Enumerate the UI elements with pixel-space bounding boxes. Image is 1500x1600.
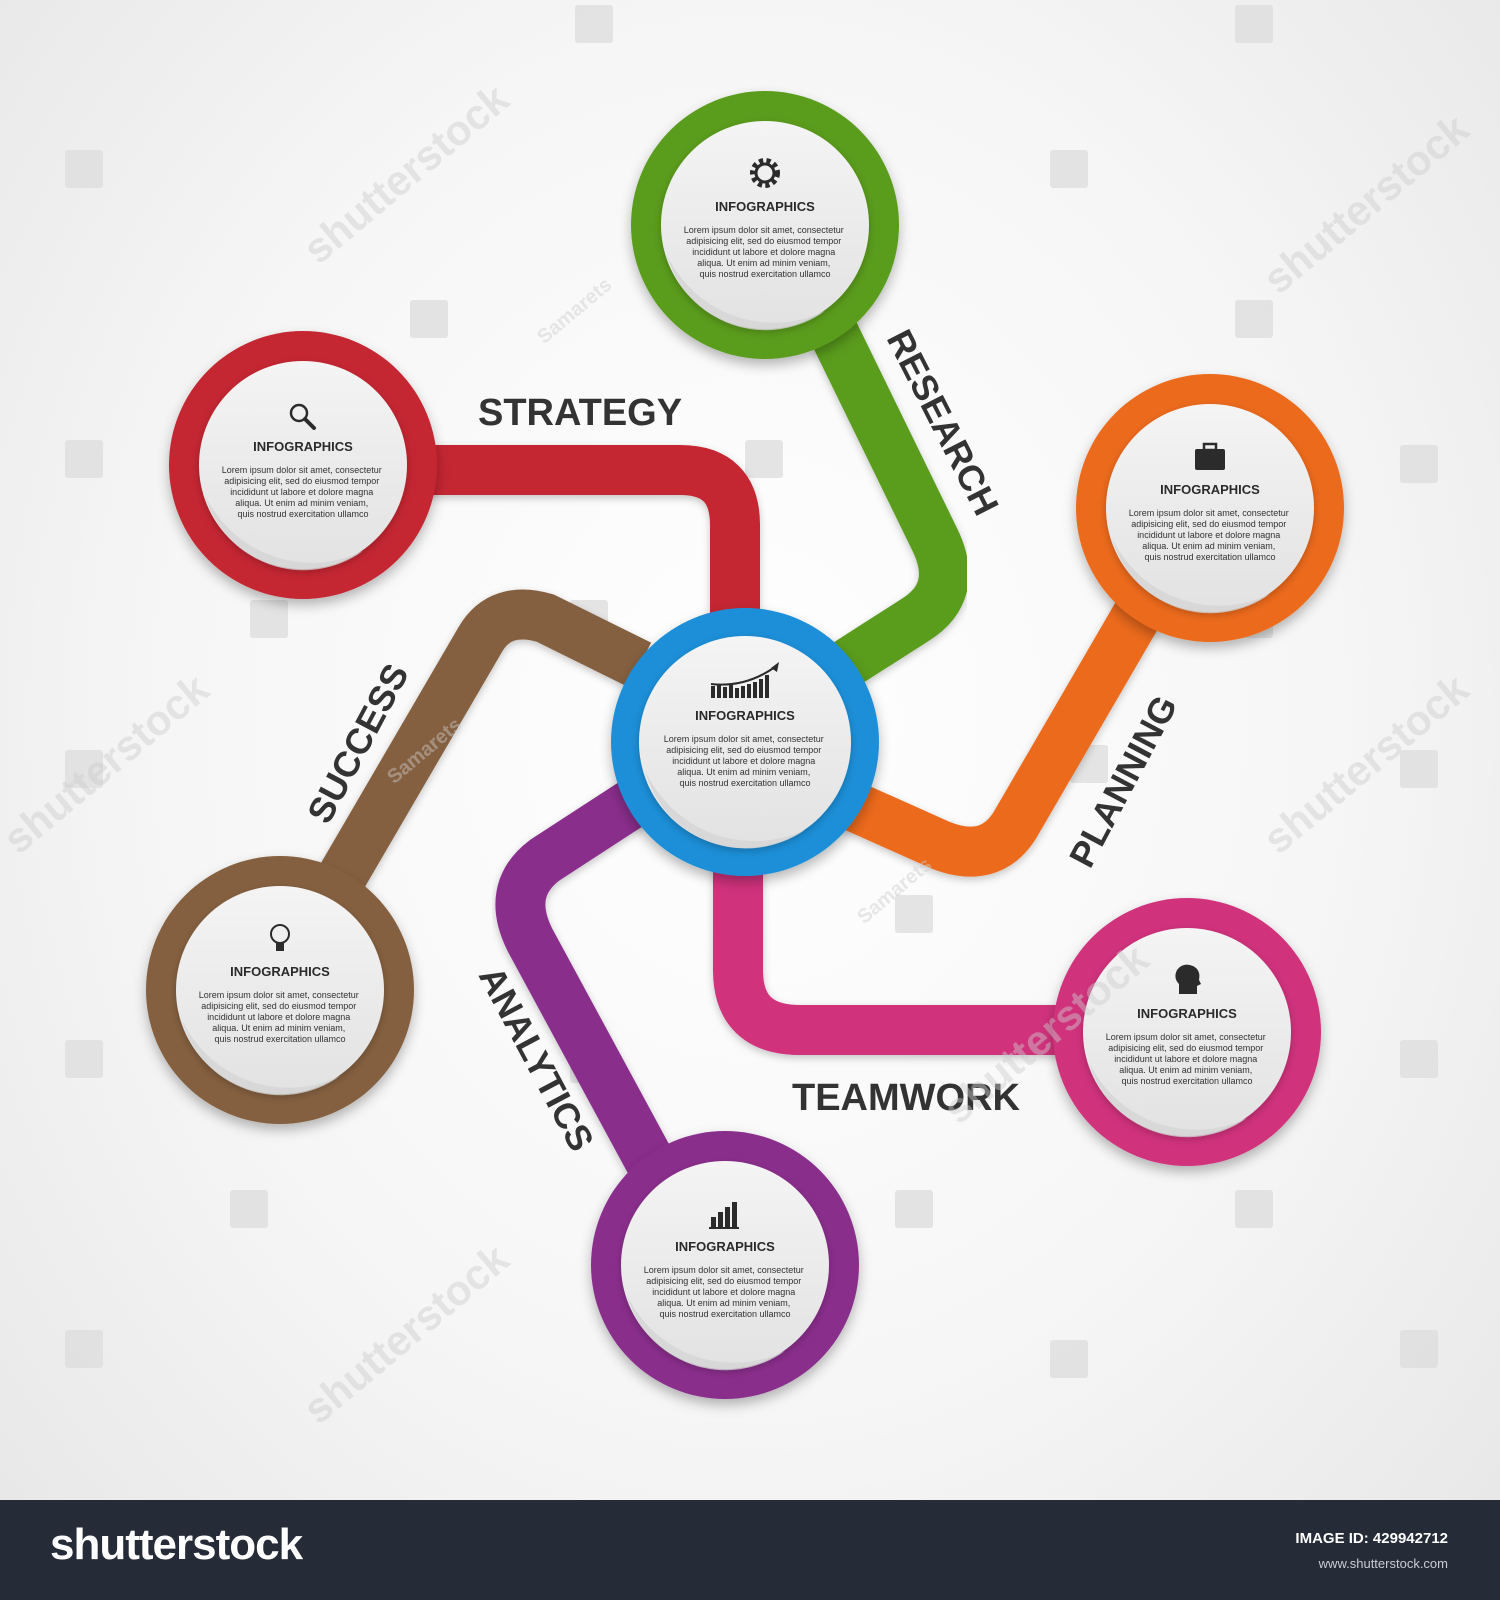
node-research-body: Lorem ipsum dolor sit amet, consectetur … (684, 225, 847, 279)
node-success-heading: INFOGRAPHICS (230, 964, 330, 979)
watermark-square (1400, 1330, 1438, 1368)
watermark-square (1400, 1040, 1438, 1078)
label-strategy: STRATEGY (478, 392, 682, 434)
footer-logo[interactable]: shutterstock (50, 1520, 303, 1569)
watermark-square (745, 440, 783, 478)
watermark-square (1050, 150, 1088, 188)
node-teamwork-heading: INFOGRAPHICS (1137, 1006, 1237, 1021)
node-research-heading: INFOGRAPHICS (715, 199, 815, 214)
watermark-square (1400, 445, 1438, 483)
watermark-square (895, 895, 933, 933)
node-teamwork: INFOGRAPHICS Lorem ipsum dolor sit amet,… (1053, 898, 1321, 1166)
watermark-square (230, 1190, 268, 1228)
footer-site-link[interactable]: www.shutterstock.com (1318, 1556, 1448, 1571)
connector-planning (824, 597, 1162, 877)
person-head-icon (1175, 964, 1201, 994)
node-planning-heading: INFOGRAPHICS (1160, 482, 1260, 497)
magnifier-icon (289, 403, 316, 430)
connector-success (318, 589, 652, 893)
watermark-square (1235, 1190, 1273, 1228)
watermark-square (65, 750, 103, 788)
lightbulb-icon (270, 924, 290, 951)
growth-chart-icon (710, 662, 779, 698)
watermark-square (65, 1330, 103, 1368)
gear-icon (750, 158, 780, 188)
briefcase-icon (1195, 442, 1225, 470)
footer-bar: shutterstock IMAGE ID: 429942712 www.shu… (0, 1500, 1500, 1600)
node-strategy-body: Lorem ipsum dolor sit amet, consectetur … (222, 465, 385, 519)
node-analytics-heading: INFOGRAPHICS (675, 1239, 775, 1254)
node-center-heading: INFOGRAPHICS (695, 708, 795, 723)
watermark-square (250, 600, 288, 638)
node-success: INFOGRAPHICS Lorem ipsum dolor sit amet,… (146, 856, 414, 1124)
watermark-square (575, 5, 613, 43)
watermark-square (895, 1190, 933, 1228)
node-research: INFOGRAPHICS Lorem ipsum dolor sit amet,… (631, 91, 899, 359)
watermark-square (65, 440, 103, 478)
watermark-square (1400, 750, 1438, 788)
label-teamwork: TEAMWORK (792, 1077, 1021, 1119)
watermark-square (1235, 5, 1273, 43)
branch-diagram: STRATEGY RESEARCH PLANNING SUCCESS TEAMW… (146, 91, 1344, 1399)
node-planning-body: Lorem ipsum dolor sit amet, consectetur … (1129, 508, 1292, 562)
watermark-square (1235, 300, 1273, 338)
connector-strategy (395, 445, 760, 640)
node-planning: INFOGRAPHICS Lorem ipsum dolor sit amet,… (1076, 374, 1344, 642)
node-strategy: INFOGRAPHICS Lorem ipsum dolor sit amet,… (169, 331, 437, 599)
node-analytics-body: Lorem ipsum dolor sit amet, consectetur … (644, 1265, 807, 1319)
node-analytics: INFOGRAPHICS Lorem ipsum dolor sit amet,… (591, 1131, 859, 1399)
watermark-square (410, 300, 448, 338)
connector-teamwork (713, 800, 1085, 1055)
watermark-square (65, 150, 103, 188)
node-success-body: Lorem ipsum dolor sit amet, consectetur … (199, 990, 362, 1044)
connector-analytics (495, 774, 682, 1192)
watermark-square (65, 1040, 103, 1078)
connector-research (807, 314, 969, 690)
footer-image-id: IMAGE ID: 429942712 (1295, 1530, 1448, 1547)
node-center: INFOGRAPHICS Lorem ipsum dolor sit amet,… (611, 608, 879, 876)
node-center-body: Lorem ipsum dolor sit amet, consectetur … (664, 734, 827, 788)
watermark-square (1050, 1340, 1088, 1378)
node-strategy-heading: INFOGRAPHICS (253, 439, 353, 454)
connector-layer (318, 314, 1162, 1192)
node-teamwork-body: Lorem ipsum dolor sit amet, consectetur … (1106, 1032, 1269, 1086)
bar-chart-icon (709, 1202, 739, 1229)
